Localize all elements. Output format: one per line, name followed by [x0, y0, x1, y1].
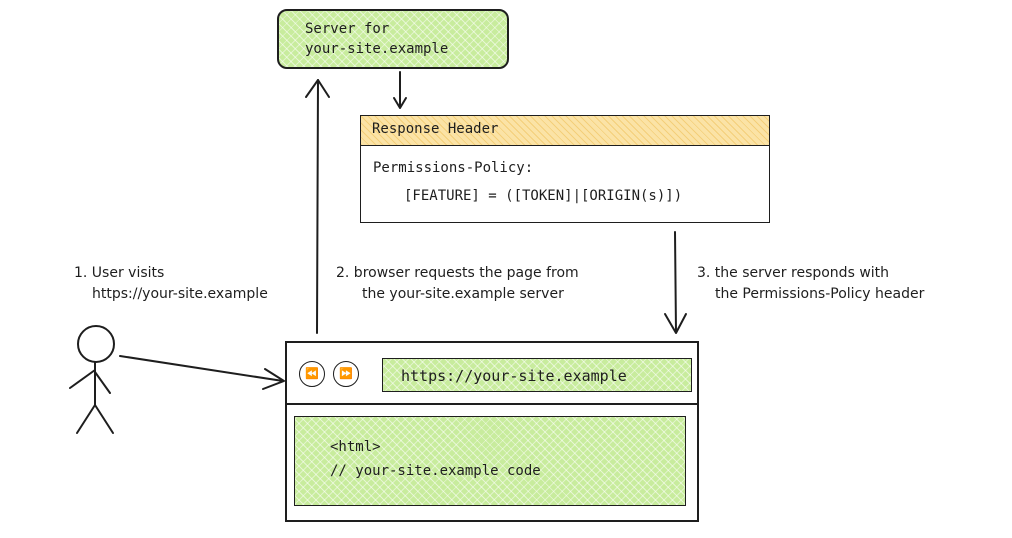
response-header-body [360, 146, 770, 223]
arrow-browser-to-server-head [305, 79, 330, 98]
step1-label-line1: 1. User visits [74, 265, 165, 281]
server-box [277, 9, 509, 69]
address-bar-url: https://your-site.example [401, 367, 627, 385]
step2-label-line1: 2. browser requests the page from [336, 265, 579, 281]
browser-toolbar-divider [285, 403, 699, 405]
response-header-title: Response Header [372, 121, 499, 137]
step1-label-line2: https://your-site.example [92, 286, 268, 302]
arrow-user-to-browser [119, 355, 284, 382]
page-code-line2: // your-site.example code [330, 463, 541, 479]
page-content-area [294, 416, 686, 506]
arrow-header-to-browser [674, 231, 677, 333]
response-header-bar [360, 115, 770, 146]
step3-label-line2: the Permissions-Policy header [715, 286, 925, 302]
step2-label-line2: the your-site.example server [362, 286, 564, 302]
arrow-header-to-browser-head [664, 313, 687, 334]
fast-forward-icon[interactable]: ⏩ [333, 361, 359, 387]
rewind-icon[interactable]: ⏪ [299, 361, 325, 387]
response-header-line1: Permissions-Policy: [373, 160, 534, 176]
arrow-browser-to-server [316, 79, 319, 334]
page-code-line1: <html> [330, 439, 381, 455]
user-figure-icon [69, 325, 115, 434]
server-label-line2: your-site.example [305, 41, 449, 57]
arrow-user-to-browser-head [262, 368, 285, 390]
server-label-line1: Server for [305, 21, 390, 37]
response-header-line2: [FEATURE] = ([TOKEN]|[ORIGIN(s)]) [404, 188, 683, 204]
address-bar[interactable] [382, 358, 692, 392]
arrow-server-to-header-head [393, 97, 407, 109]
server-label: Server for your-site.example [305, 19, 448, 59]
step3-label-line1: 3. the server responds with [697, 265, 890, 281]
